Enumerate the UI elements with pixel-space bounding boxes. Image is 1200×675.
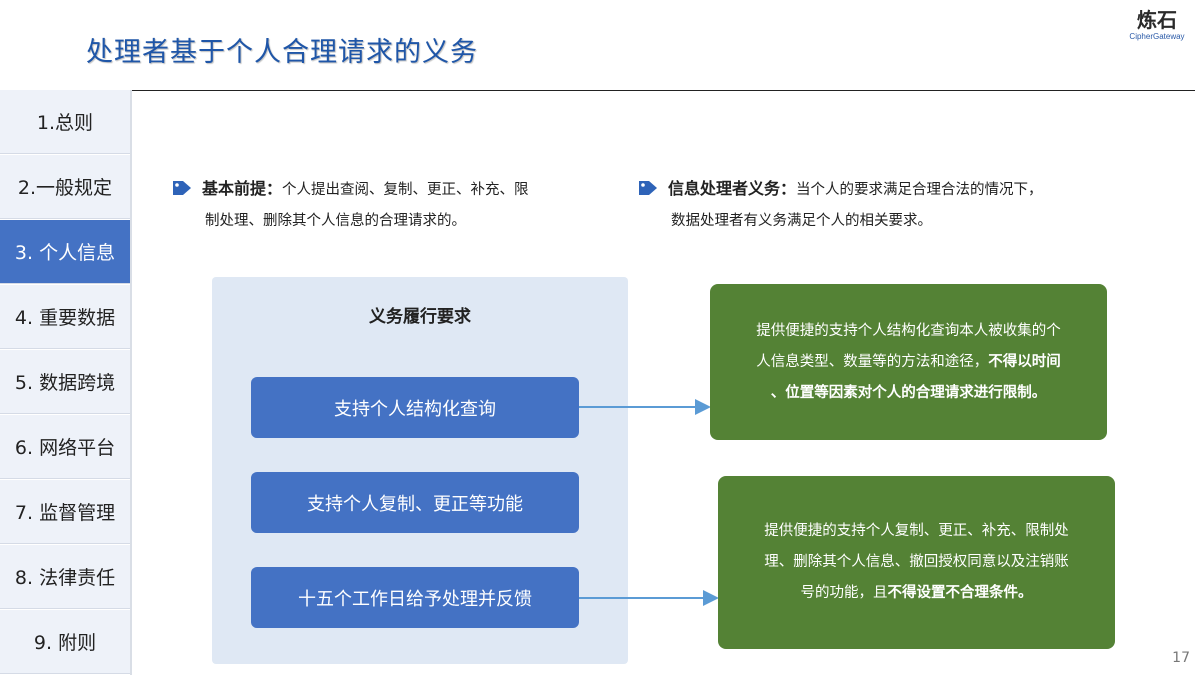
result-box-copy-correct: 提供便捷的支持个人复制、更正、补充、限制处 理、删除其个人信息、撤回授权同意以及… bbox=[718, 476, 1115, 649]
premise-basic-line2: 制处理、删除其个人信息的合理请求的。 bbox=[205, 213, 466, 229]
chapter-sidebar: 1.总则 2.一般规定 3. 个人信息 4. 重要数据 5. 数据跨境 6. 网… bbox=[0, 90, 132, 675]
sidebar-item-general-rules[interactable]: 2.一般规定 bbox=[0, 155, 130, 219]
result-1-line2-bold: 不得以时间 bbox=[988, 353, 1061, 370]
sidebar-item-network-platform[interactable]: 6. 网络平台 bbox=[0, 415, 130, 479]
premise-obligation-line1: 当个人的要求满足合理合法的情况下， bbox=[796, 182, 1043, 198]
sidebar-item-legal-liability[interactable]: 8. 法律责任 bbox=[0, 545, 130, 609]
premise-obligation-line2: 数据处理者有义务满足个人的相关要求。 bbox=[671, 213, 932, 229]
brand-logo: 炼石 CipherGateway bbox=[1120, 8, 1194, 42]
premise-obligation-head: 信息处理者义务： bbox=[668, 179, 797, 198]
result-1-line2-normal: 人信息类型、数量等的方法和途径， bbox=[756, 353, 989, 370]
requirement-copy-correct[interactable]: 支持个人复制、更正等功能 bbox=[251, 472, 579, 533]
result-1-line3-bold: 、位置等因素对个人的合理请求进行限制。 bbox=[770, 384, 1047, 401]
result-1-line1: 提供便捷的支持个人结构化查询本人被收集的个 bbox=[756, 322, 1061, 339]
premise-basic: 基本前提：个人提出查阅、复制、更正、补充、限 制处理、删除其个人信息的合理请求的… bbox=[172, 173, 612, 237]
result-2-line3-bold: 不得设置不合理条件。 bbox=[887, 585, 1033, 601]
requirement-fifteen-days[interactable]: 十五个工作日给予处理并反馈 bbox=[251, 567, 579, 628]
sidebar-item-general[interactable]: 1.总则 bbox=[0, 90, 130, 154]
sidebar-item-important-data[interactable]: 4. 重要数据 bbox=[0, 285, 130, 349]
result-box-structured-query: 提供便捷的支持个人结构化查询本人被收集的个 人信息类型、数量等的方法和途径，不得… bbox=[710, 284, 1107, 440]
logo-en-text: CipherGateway bbox=[1129, 32, 1185, 41]
sidebar-item-cross-border[interactable]: 5. 数据跨境 bbox=[0, 350, 130, 414]
result-2-line3-normal: 号的功能，且 bbox=[800, 585, 888, 601]
logo-cn-text: 炼石 bbox=[1137, 8, 1177, 32]
sidebar-item-supervision[interactable]: 7. 监督管理 bbox=[0, 480, 130, 544]
tag-icon bbox=[639, 181, 657, 195]
result-2-line1: 提供便捷的支持个人复制、更正、补充、限制处 bbox=[764, 523, 1069, 539]
header-divider bbox=[132, 90, 1195, 91]
premise-obligation: 信息处理者义务：当个人的要求满足合理合法的情况下， 数据处理者有义务满足个人的相… bbox=[638, 173, 1138, 237]
requirements-panel-title: 义务履行要求 bbox=[369, 307, 471, 327]
requirement-structured-query[interactable]: 支持个人结构化查询 bbox=[251, 377, 579, 438]
premise-basic-head: 基本前提： bbox=[202, 179, 283, 198]
sidebar-item-appendix[interactable]: 9. 附则 bbox=[0, 610, 130, 674]
page-title: 处理者基于个人合理请求的义务 bbox=[86, 37, 478, 68]
result-2-line2: 理、删除其个人信息、撤回授权同意以及注销账 bbox=[764, 554, 1069, 570]
premise-basic-line1: 个人提出查阅、复制、更正、补充、限 bbox=[282, 182, 529, 198]
sidebar-item-personal-info[interactable]: 3. 个人信息 bbox=[0, 220, 130, 284]
page-number: 17 bbox=[1172, 650, 1190, 666]
tag-icon bbox=[173, 181, 191, 195]
